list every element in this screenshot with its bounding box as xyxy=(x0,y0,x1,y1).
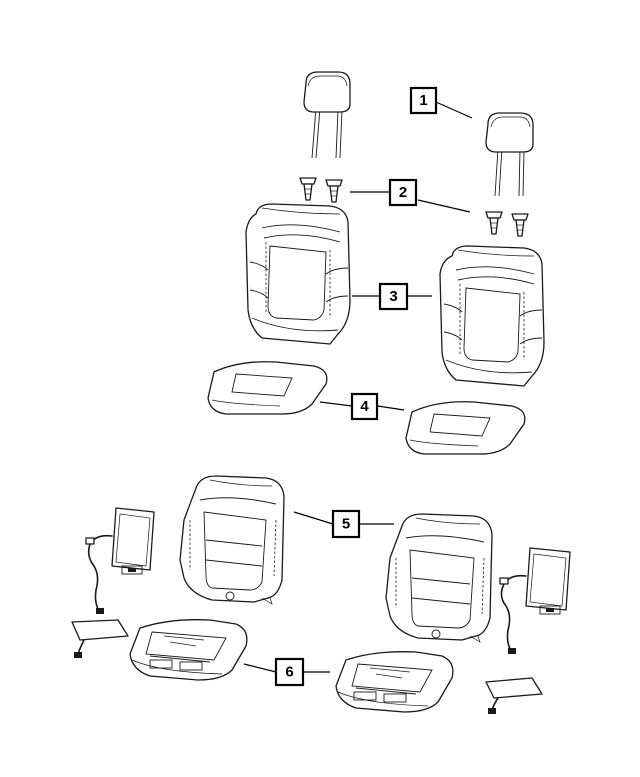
callout-6-label: 6 xyxy=(285,664,293,681)
seat-cushion-cover-right xyxy=(405,401,526,455)
seat-back-cover-right xyxy=(439,245,545,387)
occupant-sensor-left xyxy=(71,619,129,658)
callout-1: 1 xyxy=(409,86,438,115)
callout-3: 3 xyxy=(378,282,409,311)
seat-back-heater-pad-left xyxy=(111,507,155,575)
callout-2: 2 xyxy=(388,178,418,207)
callout-5-label: 5 xyxy=(342,516,350,533)
headrest-guide-left-b xyxy=(325,179,343,203)
callout-6: 6 xyxy=(274,657,305,687)
callout-3-label: 3 xyxy=(389,288,397,305)
occupant-sensor-right xyxy=(485,677,543,714)
headrest-guide-left-a xyxy=(299,177,317,201)
callout-1-label: 1 xyxy=(419,92,427,109)
headrest-right xyxy=(485,112,534,197)
callout-5: 5 xyxy=(331,509,361,539)
seat-cushion-frame-left xyxy=(129,619,248,681)
seat-back-heater-pad-right xyxy=(525,547,571,615)
headrest-left xyxy=(303,71,351,159)
wire-harness-right xyxy=(499,574,527,654)
callout-4: 4 xyxy=(350,392,379,421)
headrest-guide-right-a xyxy=(485,211,503,235)
wire-harness-left xyxy=(85,534,113,614)
seat-cushion-frame-right xyxy=(335,651,454,713)
callout-4-label: 4 xyxy=(360,398,369,415)
seat-back-cover-left xyxy=(245,203,351,345)
seat-back-frame-left xyxy=(179,475,285,605)
headrest-guide-right-b xyxy=(511,213,529,237)
callout-2-label: 2 xyxy=(399,184,407,201)
seat-back-frame-right xyxy=(385,513,493,643)
leader-lines xyxy=(243,101,473,673)
seat-cushion-cover-left xyxy=(207,361,328,415)
